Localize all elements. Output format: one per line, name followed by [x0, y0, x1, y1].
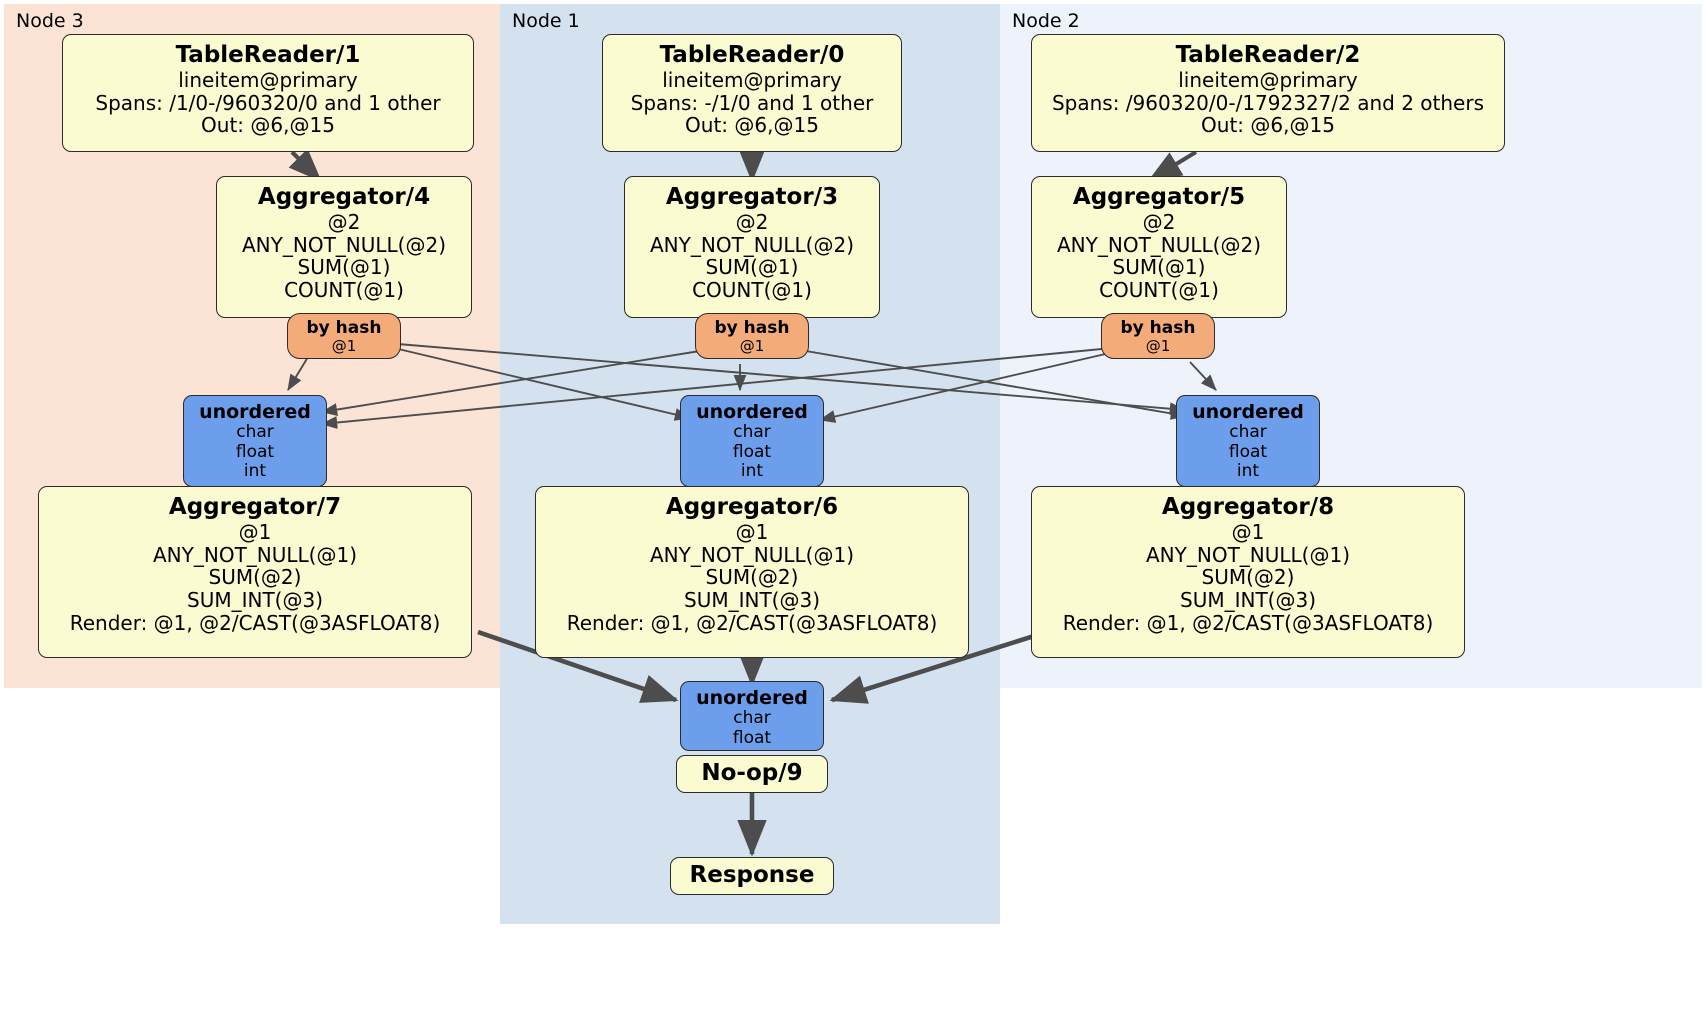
node-render-detail: Render: @1, @2/CAST(@3ASFLOAT8): [566, 610, 938, 635]
sync-unordered-final[interactable]: unordered char float: [680, 681, 824, 751]
node-detail: SUM(@1): [1112, 255, 1206, 280]
node-title: Aggregator/7: [168, 494, 342, 520]
node-detail: ANY_NOT_NULL(@2): [650, 232, 854, 257]
node-title: Response: [689, 862, 815, 889]
node-title: No-op/9: [701, 760, 803, 787]
panel-node-2-label: Node 2: [1012, 10, 1080, 32]
node-response[interactable]: Response: [670, 857, 834, 895]
node-detail: Out: @6,@15: [685, 113, 819, 138]
sync-type: int: [1236, 461, 1260, 482]
sync-type: char: [1229, 422, 1267, 443]
panel-node-1-label: Node 1: [512, 10, 580, 32]
node-detail: @1: [1231, 519, 1265, 544]
node-render-detail: Render: @1, @2/CAST(@3ASFLOAT8): [1062, 610, 1434, 635]
node-detail: SUM_INT(@3): [1180, 588, 1316, 613]
sync-title: unordered: [1192, 401, 1304, 423]
sync-type: float: [732, 441, 772, 462]
router-title: by hash: [1120, 318, 1196, 338]
panel-node-3-label: Node 3: [16, 10, 84, 32]
node-title: Aggregator/6: [665, 494, 839, 520]
sync-type: char: [236, 422, 274, 443]
node-table-reader-2[interactable]: TableReader/2 lineitem@primary Spans: /9…: [1031, 34, 1505, 152]
sync-type: int: [740, 461, 764, 482]
node-detail: lineitem@primary: [178, 67, 358, 92]
sync-type: float: [1228, 441, 1268, 462]
router-detail: @1: [331, 336, 357, 355]
sync-type: float: [235, 441, 275, 462]
node-detail: SUM(@2): [1201, 565, 1295, 590]
node-detail: Out: @6,@15: [201, 113, 335, 138]
node-detail: Spans: /960320/0-/1792327/2 and 2 others: [1051, 90, 1484, 115]
node-detail: ANY_NOT_NULL(@1): [153, 542, 357, 567]
node-title: TableReader/1: [175, 42, 361, 68]
sync-type: char: [733, 422, 771, 443]
router-title: by hash: [714, 318, 790, 338]
sync-type: float: [732, 727, 772, 748]
node-detail: SUM_INT(@3): [684, 588, 820, 613]
node-title: TableReader/0: [659, 42, 845, 68]
node-detail: ANY_NOT_NULL(@1): [650, 542, 854, 567]
node-detail: @2: [327, 209, 361, 234]
sync-title: unordered: [199, 401, 311, 423]
node-detail: lineitem@primary: [1178, 67, 1358, 92]
node-detail: lineitem@primary: [662, 67, 842, 92]
node-detail: ANY_NOT_NULL(@2): [242, 232, 446, 257]
sync-unordered-6[interactable]: unordered char float int: [680, 395, 824, 487]
sync-unordered-7[interactable]: unordered char float int: [183, 395, 327, 487]
node-table-reader-0[interactable]: TableReader/0 lineitem@primary Spans: -/…: [602, 34, 902, 152]
node-title: Aggregator/3: [665, 184, 839, 210]
node-title: Aggregator/8: [1161, 494, 1335, 520]
node-title: Aggregator/4: [257, 184, 431, 210]
node-aggregator-5[interactable]: Aggregator/5 @2 ANY_NOT_NULL(@2) SUM(@1)…: [1031, 176, 1287, 318]
router-by-hash-4[interactable]: by hash @1: [287, 313, 401, 359]
sync-type: char: [733, 708, 771, 729]
node-table-reader-1[interactable]: TableReader/1 lineitem@primary Spans: /1…: [62, 34, 474, 152]
node-render-detail: Render: @1, @2/CAST(@3ASFLOAT8): [69, 610, 441, 635]
node-detail: COUNT(@1): [284, 278, 404, 303]
router-by-hash-5[interactable]: by hash @1: [1101, 313, 1215, 359]
sync-type: int: [243, 461, 267, 482]
node-detail: SUM(@1): [705, 255, 799, 280]
node-detail: @2: [735, 209, 769, 234]
node-no-op-9[interactable]: No-op/9: [676, 755, 828, 793]
node-detail: ANY_NOT_NULL(@2): [1057, 232, 1261, 257]
node-detail: @1: [735, 519, 769, 544]
node-detail: COUNT(@1): [692, 278, 812, 303]
node-detail: @1: [238, 519, 272, 544]
node-title: Aggregator/5: [1072, 184, 1246, 210]
sync-title: unordered: [696, 401, 808, 423]
node-detail: SUM(@1): [297, 255, 391, 280]
node-aggregator-8[interactable]: Aggregator/8 @1 ANY_NOT_NULL(@1) SUM(@2)…: [1031, 486, 1465, 658]
node-detail: SUM_INT(@3): [187, 588, 323, 613]
node-detail: @2: [1142, 209, 1176, 234]
node-aggregator-7[interactable]: Aggregator/7 @1 ANY_NOT_NULL(@1) SUM(@2)…: [38, 486, 472, 658]
sync-unordered-8[interactable]: unordered char float int: [1176, 395, 1320, 487]
router-title: by hash: [306, 318, 382, 338]
node-aggregator-3[interactable]: Aggregator/3 @2 ANY_NOT_NULL(@2) SUM(@1)…: [624, 176, 880, 318]
node-detail: ANY_NOT_NULL(@1): [1146, 542, 1350, 567]
node-detail: SUM(@2): [705, 565, 799, 590]
sync-title: unordered: [696, 687, 808, 709]
node-detail: Out: @6,@15: [1201, 113, 1335, 138]
router-by-hash-3[interactable]: by hash @1: [695, 313, 809, 359]
node-aggregator-6[interactable]: Aggregator/6 @1 ANY_NOT_NULL(@1) SUM(@2)…: [535, 486, 969, 658]
router-detail: @1: [739, 336, 765, 355]
node-aggregator-4[interactable]: Aggregator/4 @2 ANY_NOT_NULL(@2) SUM(@1)…: [216, 176, 472, 318]
node-title: TableReader/2: [1175, 42, 1361, 68]
node-detail: COUNT(@1): [1099, 278, 1219, 303]
router-detail: @1: [1145, 336, 1171, 355]
node-detail: Spans: -/1/0 and 1 other: [630, 90, 874, 115]
node-detail: Spans: /1/0-/960320/0 and 1 other: [95, 90, 441, 115]
node-detail: SUM(@2): [208, 565, 302, 590]
